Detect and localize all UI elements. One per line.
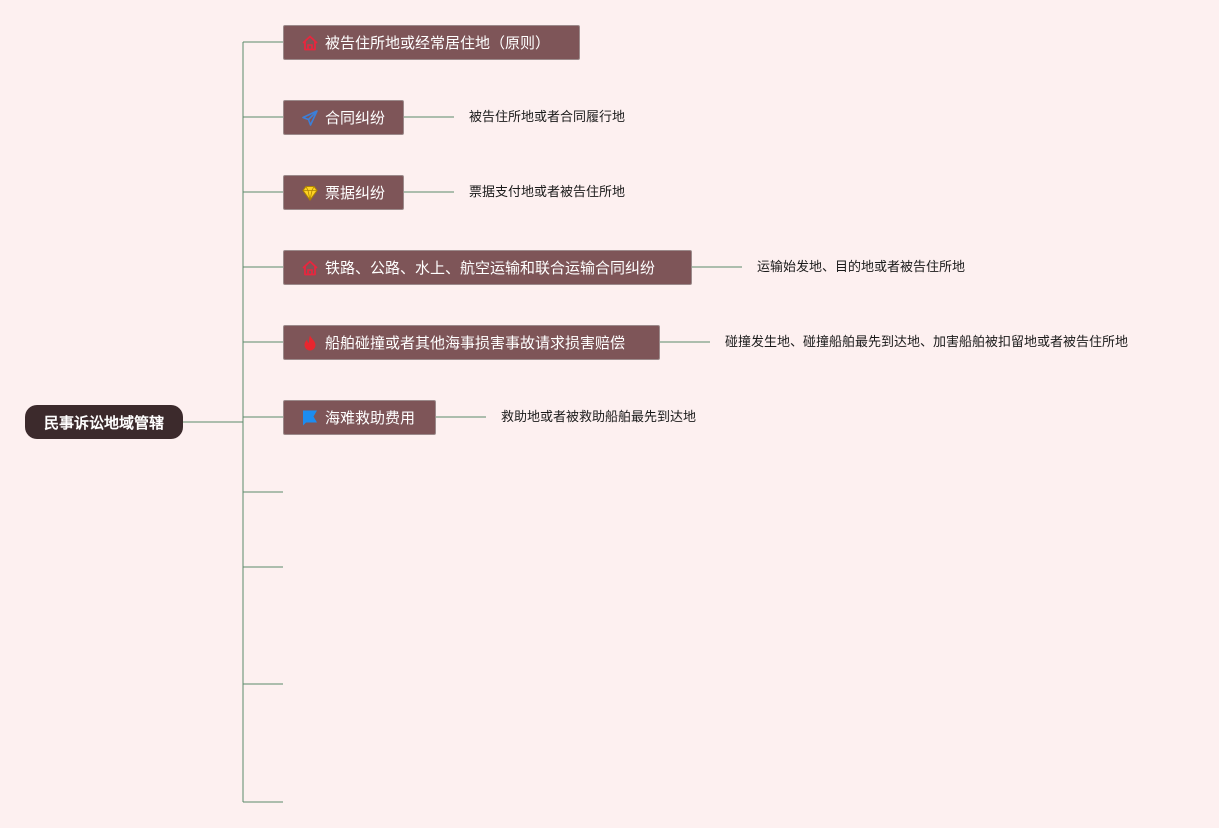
leaf-detail-transport: 运输始发地、目的地或者被告住所地: [757, 260, 966, 275]
branch-label: 被告住所地或经常居住地（原则）: [325, 34, 551, 52]
branch-label: 海难救助费用: [325, 409, 416, 427]
flag-icon: [300, 408, 320, 428]
branch-topic-ship-collision[interactable]: 船舶碰撞或者其他海事损害事故请求损害赔偿: [283, 325, 660, 360]
leaf-detail-salvage: 救助地或者被救助船舶最先到达地: [501, 410, 697, 425]
leaf-detail-bill: 票据支付地或者被告住所地: [469, 185, 626, 200]
root-topic[interactable]: 民事诉讼地域管辖: [25, 405, 183, 439]
house-icon: [300, 258, 320, 278]
branch-label: 铁路、公路、水上、航空运输和联合运输合同纠纷: [325, 259, 656, 277]
branch-label: 票据纠纷: [325, 184, 386, 202]
leaf-detail-ship-collision: 碰撞发生地、碰撞船舶最先到达地、加害船舶被扣留地或者被告住所地: [725, 335, 1129, 350]
branch-label: 合同纠纷: [325, 109, 386, 127]
house-icon: [300, 33, 320, 53]
paper-plane-icon: [300, 108, 320, 128]
branch-label: 船舶碰撞或者其他海事损害事故请求损害赔偿: [325, 334, 626, 352]
branch-topic-bill[interactable]: 票据纠纷: [283, 175, 404, 210]
diamond-icon: [300, 183, 320, 203]
branch-topic-contract[interactable]: 合同纠纷: [283, 100, 404, 135]
branch-topic-principle[interactable]: 被告住所地或经常居住地（原则）: [283, 25, 580, 60]
leaf-detail-contract: 被告住所地或者合同履行地: [469, 110, 626, 125]
fire-icon: [300, 333, 320, 353]
branch-topic-transport[interactable]: 铁路、公路、水上、航空运输和联合运输合同纠纷: [283, 250, 692, 285]
branch-topic-salvage[interactable]: 海难救助费用: [283, 400, 436, 435]
